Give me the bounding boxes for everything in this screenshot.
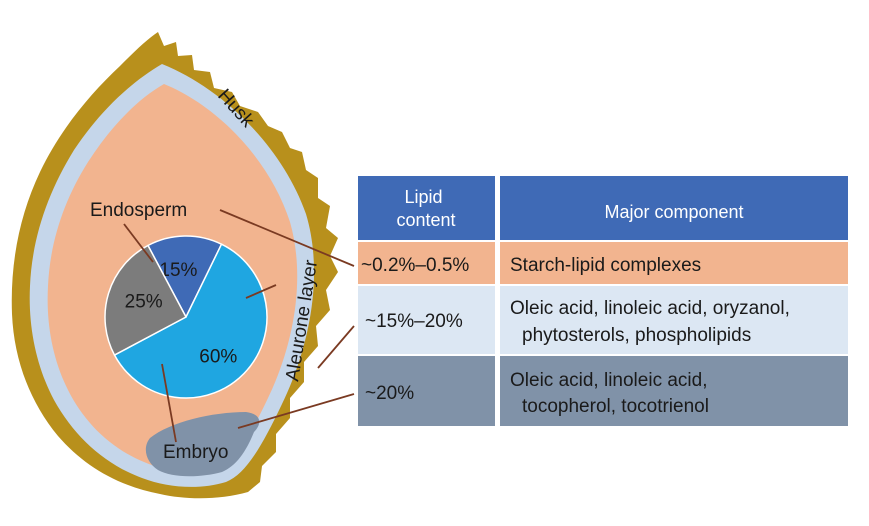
table-row-aleurone-component-line-2: phytosterols, phospholipids	[522, 325, 751, 346]
table-row-endosperm-component-cell	[500, 242, 848, 284]
table-row-aleurone-component-line-1: Oleic acid, linoleic acid, oryzanol,	[510, 298, 790, 319]
leader-line-aleurone-to-table	[317, 325, 355, 369]
pie-slice-endosperm-label: 15%	[159, 260, 197, 281]
table-header-cell-component	[500, 176, 848, 240]
table-row-endosperm-lipid-cell	[358, 242, 495, 284]
pie-slice-aleurone	[113, 243, 268, 399]
table-row-embryo-component-line-2: tocopherol, tocotrienol	[522, 396, 709, 417]
lipid-distribution-pie-chart: 15% 60% 25%	[104, 235, 268, 399]
table-row-embryo-lipid: ~20%	[365, 383, 414, 404]
leader-line-embryo-to-pie-slice	[161, 363, 177, 443]
table-header-component: Major component	[604, 202, 743, 222]
pie-slice-embryo-label: 25%	[125, 292, 163, 313]
table-row-aleurone-component-cell	[500, 286, 848, 354]
leader-line-endosperm-to-pie-slice	[123, 223, 154, 263]
embryo-label: Embryo	[163, 442, 228, 463]
table-header-lipid: Lipid content	[396, 187, 455, 230]
table-row-aleurone-lipid: ~15%–20%	[365, 311, 463, 332]
table-row-aleurone-lipid-cell	[358, 286, 495, 354]
table-row-embryo-component-line-1: Oleic acid, linoleic acid,	[510, 370, 707, 391]
lipid-table: Lipid content Major component ~0.2%–0.5%…	[358, 176, 848, 426]
pie-slice-aleurone-label: 60%	[199, 346, 237, 367]
leader-line-embryo-to-table	[237, 393, 355, 429]
leader-line-aleurone-to-pie-slice	[245, 284, 277, 299]
table-row-endosperm-component: Starch-lipid complexes	[510, 255, 701, 276]
leader-line-endosperm-to-table	[219, 209, 355, 267]
pie-slice-embryo	[104, 244, 188, 357]
table-row-embryo-component-cell	[500, 356, 848, 426]
table-row-endosperm-lipid: ~0.2%–0.5%	[361, 255, 469, 276]
endosperm-label: Endosperm	[90, 200, 187, 221]
table-header-cell-lipid	[358, 176, 495, 240]
table-row-embryo-lipid-cell	[358, 356, 495, 426]
pie-slice-endosperm	[146, 235, 223, 319]
